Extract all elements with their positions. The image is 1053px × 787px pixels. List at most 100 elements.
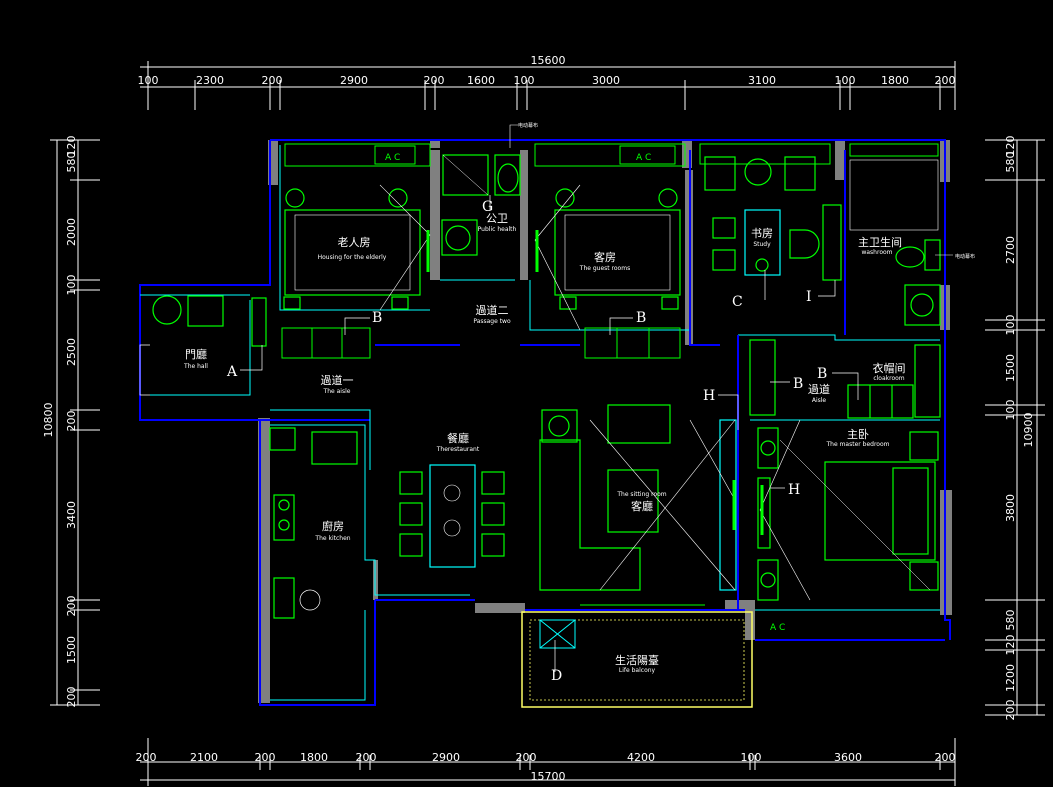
study-furniture [704,156,842,281]
label-cloakroom-cn: 衣帽间 [873,361,906,375]
label-restaurant-en: Therestaurant [436,446,480,453]
label-public-bath-en: Public health [478,226,517,233]
label-hall-en: The hall [183,363,208,370]
label-sitting-en: The sitting room [616,491,666,498]
dim-top-9: 100 [835,74,856,87]
label-master-bed-cn: 主卧 [847,428,869,441]
dim-right-9: 1200 [1004,664,1017,692]
kitchen-fixtures [269,427,358,619]
dim-top-2: 200 [262,74,283,87]
dim-bottom-row: 200 2100 200 1800 200 2900 200 4200 100 … [136,751,956,764]
label-balcony-en: Life balcony [619,667,656,674]
label-master-bath-cn: 主卫生间 [858,235,902,249]
dim-left-9: 200 [65,687,78,708]
dim-top-total: 15600 [531,54,566,67]
dim-right-col: 120 580 2700 100 1500 100 3800 580 120 1… [1004,136,1017,721]
marker-h-bedroom: H [788,482,800,498]
dim-right-5: 100 [1004,400,1017,421]
dim-right-3: 100 [1004,315,1017,336]
dim-left-4: 2500 [65,338,78,366]
living-furniture [539,404,737,591]
dim-bottom-2: 200 [255,751,276,764]
label-kitchen-cn: 廚房 [322,519,344,533]
dim-top-row: 100 2300 200 2900 200 1600 100 3000 3100… [138,74,956,87]
label-public-bath-cn: 公卫 [486,212,508,225]
guest-bed [554,188,681,310]
door-leaves [426,230,764,535]
markers: A B B B B C D G H H I [226,199,827,684]
marker-b-guest: B [636,310,646,326]
label-elderly-en: Housing for the elderly [318,254,387,261]
hall-furniture [139,295,267,396]
top-windows [284,143,939,167]
dim-bottom-7: 4200 [627,751,655,764]
marker-b-elderly: B [372,310,382,326]
dim-bottom-4: 200 [356,751,377,764]
dim-bottom-6: 200 [516,751,537,764]
dim-bottom-5: 2900 [432,751,460,764]
elderly-bed [283,188,421,310]
marker-h-living: H [703,388,715,404]
marker-i: I [806,289,812,305]
door-swings [379,184,811,601]
dim-right-0: 120 [1004,136,1017,157]
dim-left-0: 120 [65,136,78,157]
label-hall-cn: 門廳 [185,347,207,361]
dim-top-6: 100 [514,74,535,87]
dim-bottom-3: 1800 [300,751,328,764]
dim-left-total: 10800 [42,403,55,438]
dim-left-5: 200 [65,411,78,432]
room-labels: 老人房 Housing for the elderly 公卫 Public he… [183,212,905,674]
dim-left-col: 120 580 2000 100 2500 200 3400 200 1500 … [65,136,78,708]
label-study-en: Study [753,241,771,248]
walls [258,140,952,703]
dim-top-4: 200 [424,74,445,87]
marker-leaders [240,195,859,672]
label-balcony-cn: 生活陽臺 [615,653,659,667]
label-aisle-cn: 過道 [808,382,830,396]
balcony-rail [521,611,753,708]
note-leaders [509,124,953,256]
marker-b-cloak: B [817,366,827,382]
dim-top-5: 1600 [467,74,495,87]
wall-outlines [139,139,951,706]
dim-right-6: 3800 [1004,494,1017,522]
dim-top-10: 1800 [881,74,909,87]
dim-right-1: 580 [1004,152,1017,173]
marker-g: G [482,199,493,215]
marker-c: C [732,294,743,310]
label-master-bath-en: washroom [861,249,892,256]
label-cloakroom-en: cloakroom [873,375,904,382]
dim-left-1: 580 [65,152,78,173]
dim-right-10: 200 [1004,700,1017,721]
label-guest-en: The guest rooms [579,265,630,272]
dim-left-8: 1500 [65,636,78,664]
marker-d: D [551,668,562,684]
dim-top-8: 3100 [748,74,776,87]
label-study-cn: 书房 [751,227,773,240]
label-sitting-cn: 客廳 [631,499,653,513]
note-elec-top: 电动幕布 [518,122,538,129]
aisle-cloakroom [749,339,941,419]
label-master-bed-en: The master bedroom [826,441,890,448]
dim-right-8: 120 [1004,635,1017,656]
label-elderly-cn: 老人房 [338,236,371,249]
master-bedroom-furniture [757,427,939,601]
label-kitchen-en: The kitchen [314,535,350,542]
dim-bottom-0: 200 [136,751,157,764]
ac-labels: A C A C A C [385,153,785,633]
master-bath-fixtures [849,159,941,326]
label-restaurant-cn: 餐廳 [447,431,469,445]
dim-top-1: 2300 [196,74,224,87]
svg-text:A C: A C [770,623,785,633]
label-aisle-one-cn: 過道一 [321,373,354,387]
dim-right-7: 580 [1004,610,1017,631]
dimension-lines [56,66,1038,781]
dining-set [399,464,505,568]
svg-text:A C: A C [636,153,651,163]
dim-bottom-9: 3600 [834,751,862,764]
dim-right-total: 10900 [1022,413,1035,448]
dimension-ticks [50,61,1045,786]
label-guest-cn: 客房 [594,250,616,264]
